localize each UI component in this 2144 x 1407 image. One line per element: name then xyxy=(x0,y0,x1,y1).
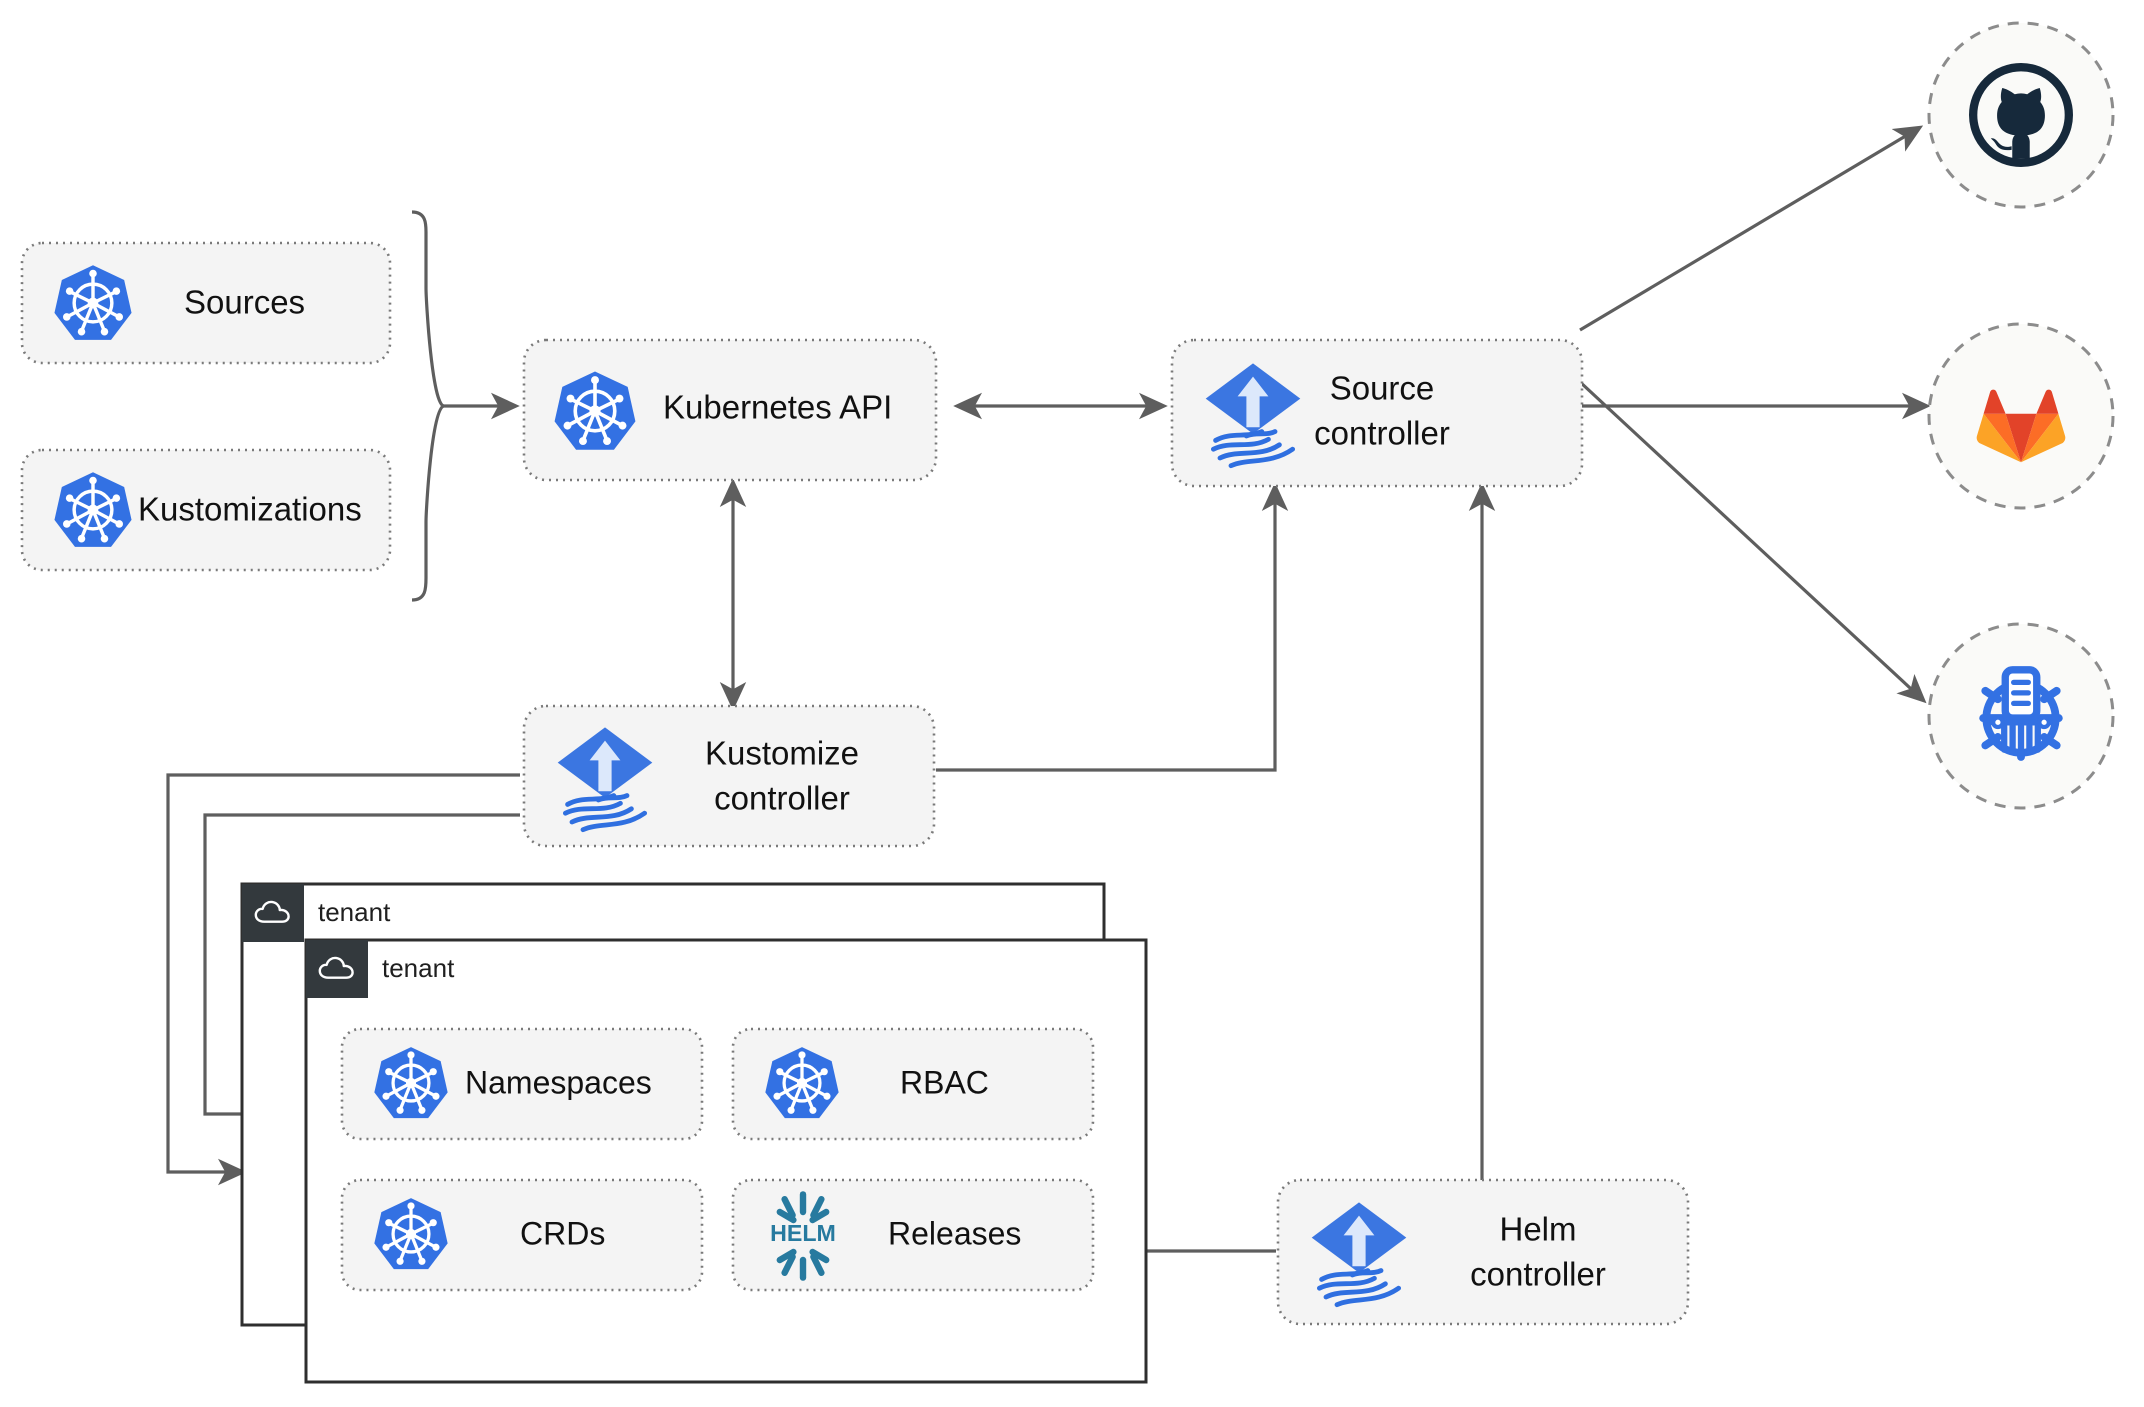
node-label-line1: Helm xyxy=(1499,1211,1576,1248)
tenant-resource-label: RBAC xyxy=(900,1064,989,1100)
registry-github[interactable] xyxy=(1927,21,2115,209)
tenant-panel-back-label: tenant xyxy=(318,897,391,927)
resource-label: Sources xyxy=(184,284,305,321)
node-source-controller[interactable]: Source controller xyxy=(1170,338,1584,488)
node-kustomize-controller[interactable]: Kustomize controller xyxy=(522,704,936,848)
tenant-resource-label: CRDs xyxy=(520,1215,605,1251)
node-helm-controller[interactable]: Helm controller xyxy=(1276,1178,1690,1326)
registry-gitlab[interactable] xyxy=(1927,322,2115,510)
tenant-panel-front[interactable]: tenant xyxy=(304,938,1148,1384)
edge-source-to-helmcharts xyxy=(1578,380,1927,704)
node-label-line2: controller xyxy=(1314,415,1450,452)
node-label: Kubernetes API xyxy=(663,389,892,426)
node-label-line2: controller xyxy=(1470,1256,1606,1293)
node-label-line1: Kustomize xyxy=(705,735,859,772)
tenant-resource-rbac[interactable]: RBAC xyxy=(731,1027,1095,1141)
registry-helm-charts[interactable] xyxy=(1927,622,2115,810)
edge-kustomize-to-source xyxy=(936,482,1289,772)
tenant-resource-label: Namespaces xyxy=(465,1064,652,1100)
edge-source-to-github xyxy=(1579,125,1924,332)
tenant-resource-label: Releases xyxy=(888,1215,1021,1251)
resource-box-sources[interactable]: Sources xyxy=(20,241,392,365)
node-kubernetes-api[interactable]: Kubernetes API xyxy=(522,338,938,482)
node-label-line2: controller xyxy=(714,780,850,817)
tenant-panel-front-label: tenant xyxy=(382,953,455,983)
resource-box-kustomizations[interactable]: Kustomizations xyxy=(20,448,392,572)
tenant-resource-namespaces[interactable]: Namespaces xyxy=(340,1027,704,1141)
tenant-resource-crds[interactable]: CRDs xyxy=(340,1178,704,1292)
resource-label: Kustomizations xyxy=(138,491,362,528)
node-label-line1: Source xyxy=(1330,370,1435,407)
resources-bracket xyxy=(411,210,445,602)
tenant-resource-releases[interactable]: Releases xyxy=(731,1178,1095,1292)
edge-kustomize-to-tenant-back xyxy=(166,773,520,1186)
